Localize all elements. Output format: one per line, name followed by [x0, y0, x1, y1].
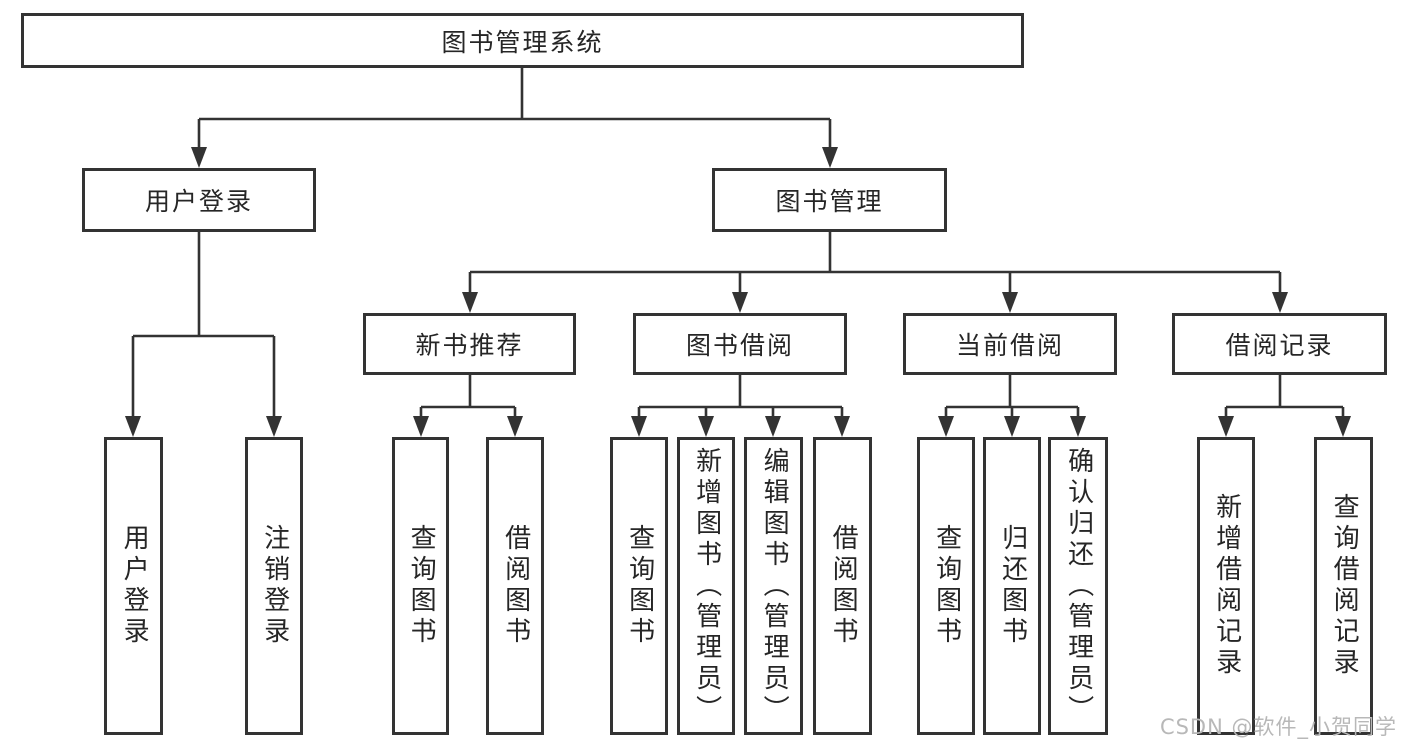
arrow-head: [266, 416, 282, 437]
connector-book-borrow-fork: [637, 375, 844, 418]
connector-borrow-records-fork: [1224, 375, 1345, 418]
node-label: 查询图书: [931, 524, 962, 648]
node-label: 新增借阅记录: [1211, 493, 1242, 679]
node-confirm-return-admin: 确认归还（管理员）: [1048, 437, 1108, 735]
arrow-head: [1004, 416, 1020, 437]
node-label: 借阅图书: [500, 524, 531, 648]
connector-new-book-fork: [419, 375, 517, 418]
node-library-management-system: 图书管理系统: [21, 13, 1024, 68]
node-new-book-recommend: 新书推荐: [363, 313, 576, 375]
arrow-head: [822, 147, 838, 168]
connector-root-fork: [197, 68, 832, 149]
node-label: 图书管理系统: [441, 27, 604, 57]
node-query-books-borrow: 查询图书: [610, 437, 668, 735]
arrow-head: [834, 416, 850, 437]
node-label: 注销登录: [259, 524, 290, 648]
connector-current-borrow-fork: [944, 375, 1080, 418]
node-label: 当前借阅: [955, 331, 1064, 360]
node-add-borrow-record: 新增借阅记录: [1197, 437, 1255, 735]
node-label: 借阅图书: [828, 524, 859, 648]
arrow-head: [1218, 416, 1234, 437]
node-label: 新增图书（管理员）: [691, 446, 722, 726]
node-label: 图书借阅: [685, 331, 794, 360]
arrow-head: [125, 416, 141, 437]
node-query-books-current: 查询图书: [917, 437, 975, 735]
arrow-head: [1070, 416, 1086, 437]
node-label: 新书推荐: [415, 331, 524, 360]
arrow-head: [938, 416, 954, 437]
node-label: 编辑图书（管理员）: [759, 446, 790, 726]
arrow-head: [1002, 292, 1018, 313]
arrow-head: [191, 147, 207, 168]
arrow-head: [462, 292, 478, 313]
arrow-head: [1272, 292, 1288, 313]
node-borrow-books-recommend: 借阅图书: [486, 437, 544, 735]
node-book-management: 图书管理: [712, 168, 947, 232]
arrow-head: [732, 292, 748, 313]
csdn-watermark: CSDN @软件_小贺同学: [1159, 715, 1397, 739]
node-borrow-books-leaf: 借阅图书: [813, 437, 872, 735]
node-edit-book-admin: 编辑图书（管理员）: [744, 437, 803, 735]
arrow-head: [1335, 416, 1351, 437]
arrow-head: [765, 416, 781, 437]
node-label: 查询借阅记录: [1329, 493, 1360, 679]
node-current-borrow: 当前借阅: [903, 313, 1117, 375]
node-label: 借阅记录: [1225, 331, 1334, 360]
node-query-books-recommend: 查询图书: [392, 437, 449, 735]
node-add-book-admin: 新增图书（管理员）: [677, 437, 735, 735]
node-label: 查询图书: [406, 524, 437, 648]
node-label: 用户登录: [119, 524, 150, 648]
arrow-head: [631, 416, 647, 437]
node-logout-leaf: 注销登录: [245, 437, 303, 735]
connector-book-management-fork: [468, 232, 1282, 294]
node-borrow-records: 借阅记录: [1172, 313, 1387, 375]
node-user-login: 用户登录: [82, 168, 316, 232]
node-user-login-leaf: 用户登录: [104, 437, 163, 735]
arrow-head: [507, 416, 523, 437]
connector-user-login-fork: [131, 232, 276, 418]
node-label: 查询图书: [624, 524, 655, 648]
arrow-head: [413, 416, 429, 437]
arrow-head: [698, 416, 714, 437]
node-return-book: 归还图书: [983, 437, 1041, 735]
node-query-borrow-record: 查询借阅记录: [1314, 437, 1373, 735]
node-book-borrow: 图书借阅: [633, 313, 847, 375]
node-label: 用户登录: [144, 187, 253, 216]
node-label: 归还图书: [997, 524, 1028, 648]
node-label: 确认归还（管理员）: [1063, 446, 1094, 726]
node-label: 图书管理: [775, 187, 884, 216]
